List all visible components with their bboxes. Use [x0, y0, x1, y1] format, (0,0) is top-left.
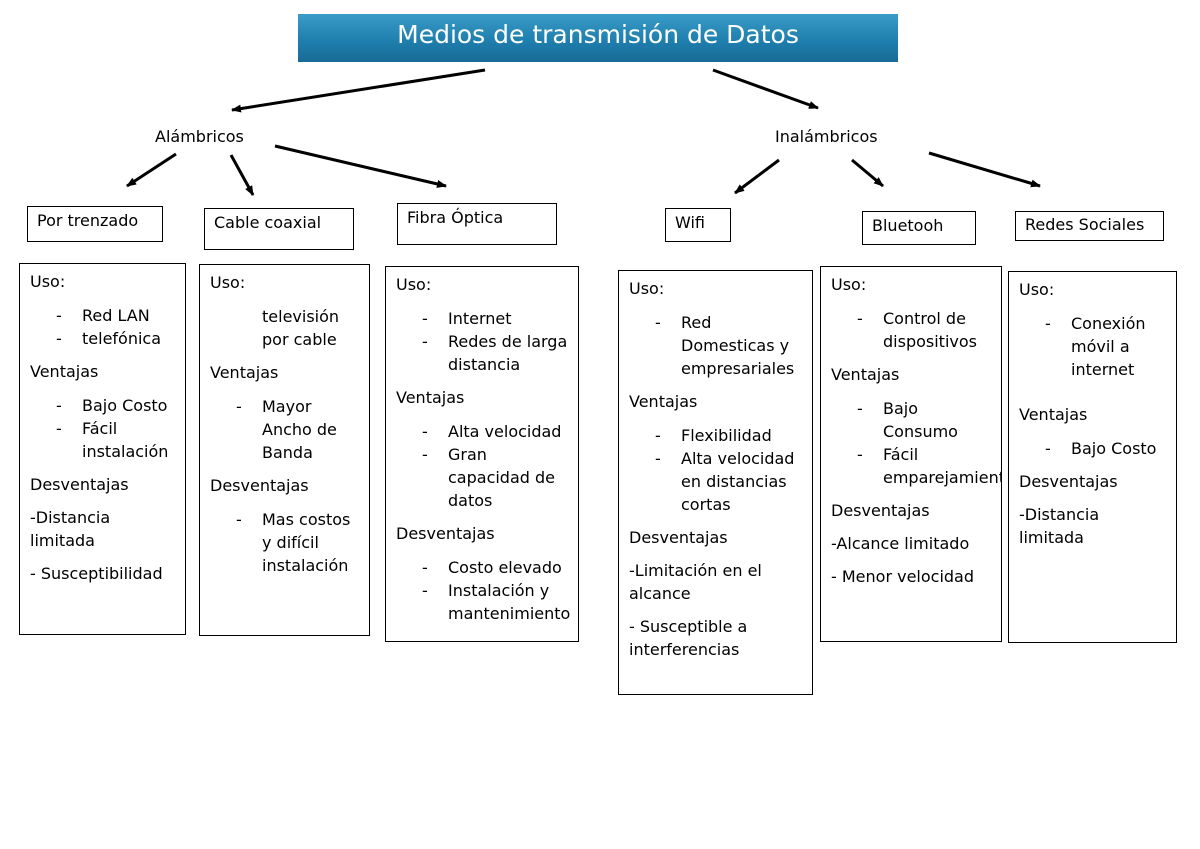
ventajas-list: -Mayor Ancho de Banda [210, 395, 359, 464]
diagram-title: Medios de transmisión de Datos [298, 14, 898, 62]
detail-box-bluetooth: Uso: -Control de dispositivos Ventajas -… [820, 266, 1002, 642]
detail-box-redes-sociales: Uso: -Conexión móvil a internet Ventajas… [1008, 271, 1177, 643]
uso-list: -Conexión móvil a internet [1019, 312, 1166, 381]
list-item: -Alta velocidad en distancias cortas [655, 449, 795, 514]
list-item: -Red LAN [56, 306, 150, 325]
uso-list: -Red Domesticas y empresariales [629, 311, 802, 380]
uso-heading: Uso: [831, 275, 867, 294]
list-item: -telefónica [56, 329, 162, 348]
ventajas-list: -Bajo Consumo -Fácil emparejamiento [831, 397, 1002, 489]
desventajas-heading: Desventajas [629, 528, 728, 547]
arrow-wired-to-fibra [274, 144, 447, 188]
list-item: -Control de dispositivos [857, 309, 977, 351]
node-label-fibra-optica: Fibra Óptica [397, 203, 557, 245]
uso-list: -televisión por cable [210, 305, 359, 351]
ventajas-list: -Bajo Costo [1019, 437, 1166, 460]
category-wired: Alámbricos [155, 127, 244, 146]
desventaja-text: -Distancia limitada [30, 508, 111, 550]
ventajas-list: -Bajo Costo -Fácil instalación [30, 394, 175, 463]
detail-box-par-trenzado: Uso: -Red LAN -telefónica Ventajas -Bajo… [19, 263, 186, 635]
uso-heading: Uso: [30, 272, 66, 291]
arrow-wireless-to-bluetooth [851, 158, 884, 188]
desventajas-heading: Desventajas [396, 524, 495, 543]
arrow-title-to-wired [231, 68, 486, 113]
desventajas-list: -Mas costos y difícil instalación [210, 508, 359, 577]
ventajas-heading: Ventajas [396, 388, 465, 407]
list-item: -Internet [422, 309, 512, 328]
uso-heading: Uso: [210, 273, 246, 292]
arrow-wired-to-par [126, 152, 177, 188]
desventaja-text: -Distancia limitada [1019, 505, 1100, 547]
node-label-wifi: Wifi [665, 208, 731, 242]
uso-heading: Uso: [1019, 280, 1055, 299]
list-item: -Red Domesticas y empresariales [655, 313, 795, 378]
desventaja-text: -Limitación en el alcance [629, 561, 762, 603]
desventaja-text: - Susceptibilidad [30, 564, 163, 583]
arrow-wired-to-coax [229, 154, 255, 196]
arrow-wireless-to-redes [928, 151, 1041, 188]
category-wireless: Inalámbricos [775, 127, 878, 146]
uso-list: -Internet -Redes de larga distancia [396, 307, 568, 376]
arrow-wireless-to-wifi [734, 158, 780, 195]
arrow-title-to-wireless [712, 68, 819, 110]
list-item: -Instalación y mantenimiento [422, 581, 571, 623]
node-label-cable-coaxial: Cable coaxial [204, 208, 354, 250]
detail-box-cable-coaxial: Uso: -televisión por cable Ventajas -May… [199, 264, 370, 636]
desventajas-heading: Desventajas [1019, 472, 1118, 491]
list-item: -Bajo Costo [56, 396, 168, 415]
ventajas-list: -Flexibilidad -Alta velocidad en distanc… [629, 424, 802, 516]
ventajas-heading: Ventajas [1019, 405, 1088, 424]
ventajas-heading: Ventajas [210, 363, 279, 382]
desventajas-heading: Desventajas [210, 476, 309, 495]
uso-list: -Red LAN -telefónica [30, 304, 175, 350]
list-item: -Costo elevado [422, 558, 562, 577]
node-label-bluetooth: Bluetooh [862, 211, 976, 245]
detail-box-wifi: Uso: -Red Domesticas y empresariales Ven… [618, 270, 813, 695]
uso-list: -Control de dispositivos [831, 307, 991, 353]
list-item: -Gran capacidad de datos [422, 445, 556, 510]
node-label-par-trenzado: Por trenzado [27, 206, 163, 242]
list-item: -Fácil emparejamiento [857, 445, 1002, 487]
list-item: -Conexión móvil a internet [1045, 314, 1146, 379]
list-item: -Fácil instalación [56, 419, 169, 461]
desventaja-text: - Menor velocidad [831, 567, 975, 586]
ventajas-heading: Ventajas [831, 365, 900, 384]
list-item: -Redes de larga distancia [422, 332, 568, 374]
uso-heading: Uso: [396, 275, 432, 294]
list-item: -televisión por cable [262, 307, 340, 349]
list-item: -Bajo Consumo [857, 399, 958, 441]
list-item: -Mayor Ancho de Banda [236, 397, 337, 462]
list-item: -Alta velocidad [422, 422, 562, 441]
list-item: -Flexibilidad [655, 426, 772, 445]
desventajas-heading: Desventajas [831, 501, 930, 520]
desventaja-text: -Alcance limitado [831, 534, 970, 553]
list-item: -Mas costos y difícil instalación [236, 510, 351, 575]
desventajas-heading: Desventajas [30, 475, 129, 494]
list-item: -Bajo Costo [1045, 439, 1157, 458]
ventajas-list: -Alta velocidad -Gran capacidad de datos [396, 420, 568, 512]
ventajas-heading: Ventajas [30, 362, 99, 381]
desventajas-list: -Costo elevado -Instalación y mantenimie… [396, 556, 571, 625]
detail-box-fibra-optica: Uso: -Internet -Redes de larga distancia… [385, 266, 579, 642]
ventajas-heading: Ventajas [629, 392, 698, 411]
uso-heading: Uso: [629, 279, 665, 298]
desventaja-text: - Susceptible a interferencias [629, 617, 748, 659]
node-label-redes-sociales: Redes Sociales [1015, 211, 1164, 241]
